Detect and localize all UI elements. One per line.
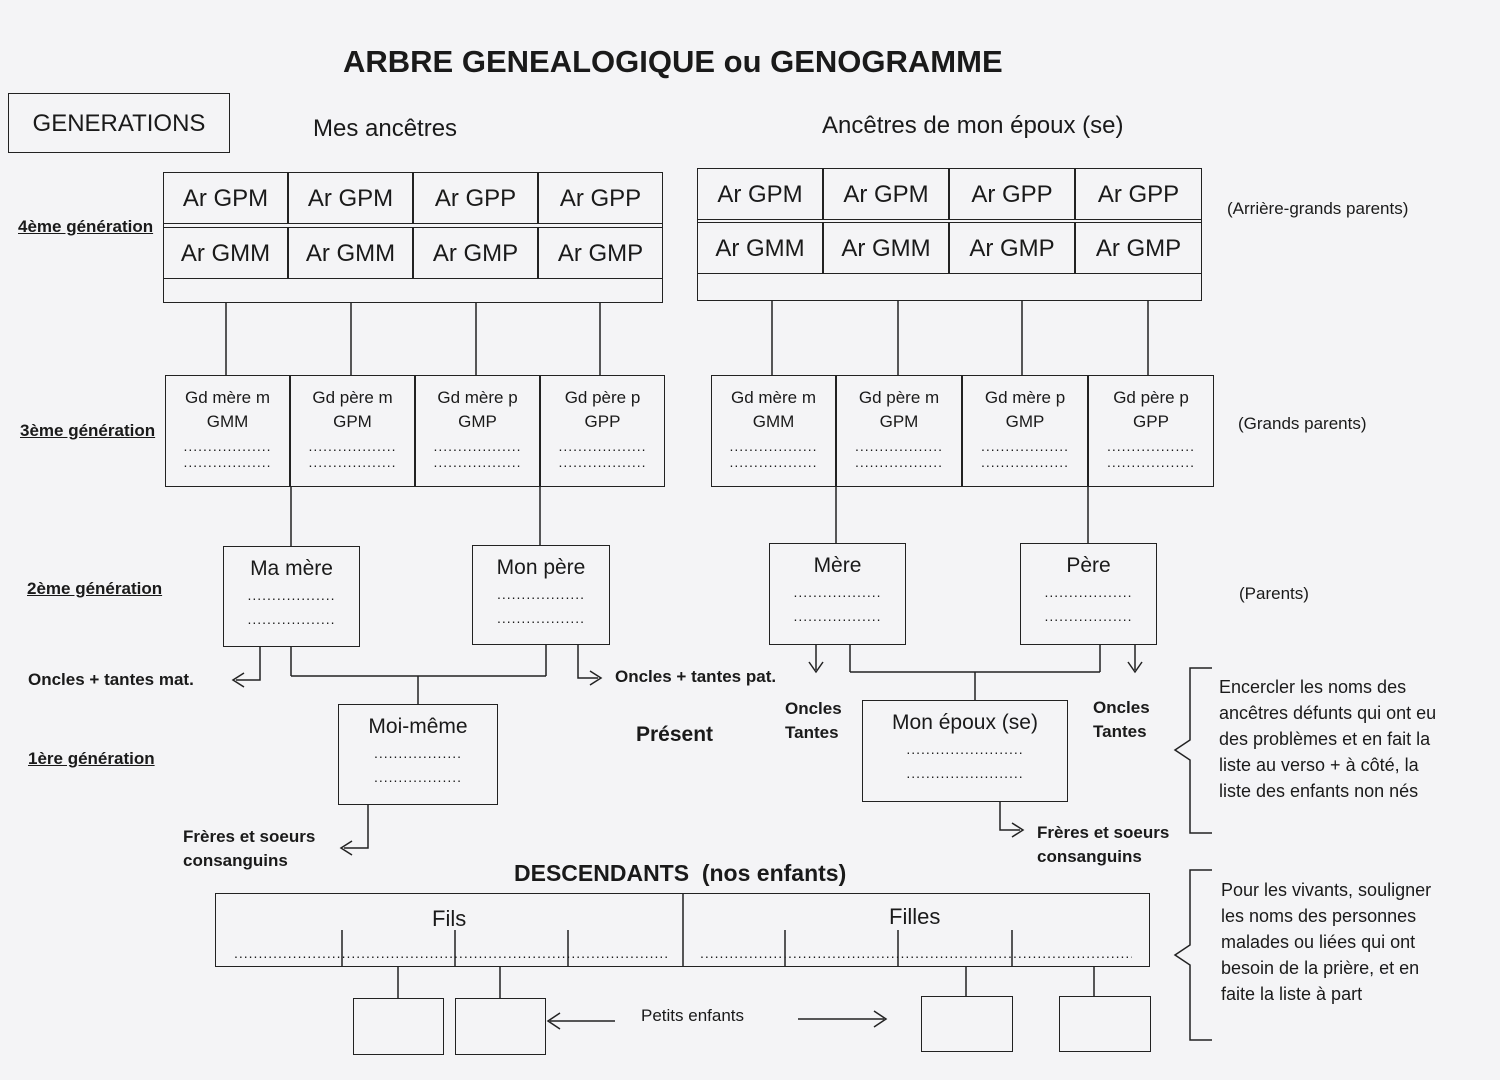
right-gen4-bottom-2: Ar GMM [823,222,949,274]
left-gen4-bottom-4: Ar GMP [538,227,663,279]
descendants-title: DESCENDANTS (nos enfants) [514,860,847,886]
descendants-frame [215,893,1150,967]
left-gen4-top-2: Ar GPM [288,172,413,224]
left-gen4-top-3: Ar GPP [413,172,538,224]
freres-left-line1: Frères et soeurs [183,827,316,846]
note-defunts: Encercler les noms des ancêtres défunts … [1219,677,1437,801]
grandchild-box-1 [353,998,444,1055]
fils-label: Fils [432,906,467,931]
gen2-label: 2ème génération [27,579,163,598]
right-gen4-top-3: Ar GPP [949,168,1075,220]
left-gen4-bottom-2: Ar GMM [288,227,413,279]
petits-enfants-label: Petits enfants [641,1006,745,1025]
freres-right-line2: consanguins [1037,847,1142,866]
oncles-pat-label: Oncles + tantes pat. [615,667,777,686]
oncles-right-label: Oncles [1093,698,1150,717]
filles-label: Filles [889,904,941,929]
present-label: Présent [636,723,714,746]
gen4-note: (Arrière-grands parents) [1227,199,1409,218]
oncles-mat-label: Oncles + tantes mat. [28,670,194,689]
gen1-label: 1ère génération [28,749,155,768]
right-header: Ancêtres de mon époux (se) [822,112,1124,139]
left-gen4-bottom-1: Ar GMM [163,227,288,279]
left-gen4-bottom-3: Ar GMP [413,227,538,279]
left-header: Mes ancêtres [313,115,458,142]
page-title: ARBRE GENEALOGIQUE ou GENOGRAMME [343,44,1003,79]
moi-meme-box: Moi-même ...............................… [338,704,498,805]
left-gen4-top-4: Ar GPP [538,172,663,224]
grandchild-box-3 [921,996,1013,1052]
grandchild-box-4 [1059,996,1151,1052]
fils-dots: ........................................… [234,945,669,961]
gen3-label: 3ème génération [20,421,156,440]
left-gen4-top-1: Ar GPM [163,172,288,224]
generations-header: GENERATIONS [8,93,230,153]
mere-box: Mère ...................................… [769,543,906,645]
gen2-note: (Parents) [1239,584,1309,603]
ma-mere-box: Ma mère ................................… [223,546,360,647]
freres-right-line1: Frères et soeurs [1037,823,1170,842]
right-gen4-top-4: Ar GPP [1075,168,1202,220]
oncles-left-label: Oncles [785,699,842,718]
tantes-right-label: Tantes [1093,722,1147,741]
freres-left-line2: consanguins [183,851,288,870]
right-gen4-bottom-4: Ar GMP [1075,222,1202,274]
note-vivants: Pour les vivants, souligner les noms des… [1221,880,1432,1004]
right-gen4-top-1: Ar GPM [697,168,823,220]
filles-dots: ........................................… [700,945,1132,961]
right-gen4-bottom-1: Ar GMM [697,222,823,274]
mon-epoux-box: Mon époux (se) .........................… [862,700,1068,802]
mon-pere-box: Mon père ...............................… [472,545,610,645]
right-gen4-bottom-3: Ar GMP [949,222,1075,274]
gen3-note: (Grands parents) [1238,414,1367,433]
pere-box: Père ...................................… [1020,543,1157,645]
grandchild-box-2 [455,998,546,1055]
right-gen4-top-2: Ar GPM [823,168,949,220]
gen4-label: 4ème génération [18,217,154,236]
tantes-left-label: Tantes [785,723,839,742]
